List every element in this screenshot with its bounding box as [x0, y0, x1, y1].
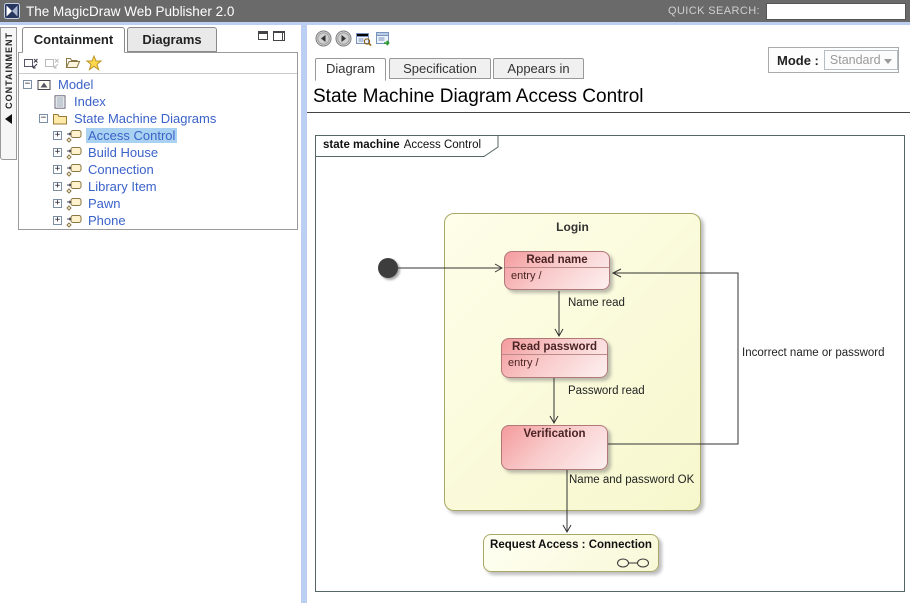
back-icon[interactable]: [315, 30, 332, 47]
expand-expander-icon[interactable]: +: [53, 130, 62, 140]
state-title: Read password: [512, 341, 597, 353]
state-title: Read name: [526, 254, 588, 266]
collapse-into-disabled-icon: [45, 58, 59, 69]
mode-label: Mode :: [777, 52, 819, 68]
frame-name: Access Control: [403, 139, 482, 151]
mode-value: Standard: [829, 53, 881, 67]
submachine-icon: [617, 558, 649, 568]
tab-diagram[interactable]: Diagram: [315, 58, 386, 81]
state-machine-diagram-icon: [66, 197, 82, 211]
page-title: State Machine Diagram Access Control: [313, 86, 644, 107]
state-machine-diagram-icon: [66, 180, 82, 194]
tree-item-label[interactable]: State Machine Diagrams: [74, 111, 217, 126]
transition-label-name-read: Name read: [568, 297, 625, 309]
tree-item-phone[interactable]: + Phone: [19, 212, 297, 229]
collapse-left-arrow-icon[interactable]: [5, 113, 12, 124]
tree-item-connection[interactable]: + Connection: [19, 161, 297, 178]
tree-item-library-item[interactable]: + Library Item: [19, 178, 297, 195]
navigation-panel: Containment Diagrams: [18, 27, 299, 603]
detail-tabs: Diagram Specification Appears in: [307, 58, 910, 81]
state-machine-diagram-icon: [66, 214, 82, 228]
expand-expander-icon[interactable]: +: [53, 181, 62, 191]
favorites-star-icon[interactable]: [86, 55, 102, 71]
tree-item-pawn[interactable]: + Pawn: [19, 195, 297, 212]
state-read-name[interactable]: Read name entry /: [504, 251, 610, 290]
state-compartment-divider: [505, 267, 609, 268]
frame-keyword: state machine: [323, 139, 400, 151]
package-icon: [37, 79, 51, 90]
containment-tree-box: − Model Index −: [18, 52, 298, 230]
state-verification[interactable]: Verification: [501, 425, 608, 470]
transition-label-name-and-password-ok: Name and password OK: [569, 474, 695, 486]
state-read-password[interactable]: Read password entry /: [501, 338, 608, 378]
expand-expander-icon[interactable]: +: [53, 147, 62, 157]
tab-diagrams[interactable]: Diagrams: [127, 27, 217, 52]
show-in-tree-icon[interactable]: [355, 30, 372, 47]
tree-item-label[interactable]: Connection: [88, 162, 154, 177]
tree-item-label[interactable]: Build House: [88, 145, 159, 160]
navigation-tabs: Containment Diagrams: [18, 27, 299, 53]
expand-expander-icon[interactable]: +: [53, 215, 62, 225]
forward-icon[interactable]: [335, 30, 352, 47]
collapse-expander-icon[interactable]: −: [39, 113, 48, 123]
collapse-into-icon[interactable]: [23, 55, 39, 71]
minimize-panel-icon[interactable]: [258, 31, 268, 40]
tab-appears-in[interactable]: Appears in: [493, 58, 584, 79]
app-title: The MagicDraw Web Publisher 2.0: [26, 3, 235, 19]
state-machine-diagram-icon: [66, 129, 82, 143]
state-title: Login: [556, 220, 589, 234]
tree-item-label[interactable]: Pawn: [88, 196, 121, 211]
containment-side-tab[interactable]: CONTAINMENT: [0, 27, 17, 160]
tree-item-label[interactable]: Access Control: [86, 128, 178, 143]
magicdraw-logo-icon: [4, 3, 20, 19]
folder-icon: [53, 113, 67, 124]
state-title: Verification: [523, 428, 586, 440]
state-compartment-divider: [502, 354, 607, 355]
tree-item-index[interactable]: Index: [19, 93, 297, 110]
tab-specification[interactable]: Specification: [389, 58, 491, 79]
state-request-access[interactable]: Request Access : Connection: [483, 534, 659, 572]
containment-tree: − Model Index −: [19, 74, 297, 229]
expand-expander-icon[interactable]: +: [53, 164, 62, 174]
state-entry-activity: entry /: [508, 357, 539, 369]
tree-item-access-control[interactable]: + Access Control: [19, 127, 297, 144]
tree-item-build-house[interactable]: + Build House: [19, 144, 297, 161]
title-rule: [307, 112, 910, 113]
header-divider: [0, 22, 910, 25]
containment-side-tab-label: CONTAINMENT: [3, 32, 14, 109]
state-machine-diagram-icon: [66, 146, 82, 160]
tab-containment[interactable]: Containment: [22, 27, 125, 53]
initial-state[interactable]: [378, 258, 398, 278]
state-entry-activity: entry /: [511, 270, 542, 282]
tree-item-label[interactable]: Library Item: [88, 179, 157, 194]
top-bar: The MagicDraw Web Publisher 2.0 QUICK SE…: [0, 0, 910, 22]
state-machine-diagram-icon: [66, 163, 82, 177]
mode-select[interactable]: Standard: [823, 50, 898, 70]
panel-splitter[interactable]: [301, 25, 307, 603]
open-new-window-icon[interactable]: [375, 30, 392, 47]
tree-item-state-machine-diagrams[interactable]: − State Machine Diagrams: [19, 110, 297, 127]
index-icon: [54, 94, 66, 109]
open-folder-icon[interactable]: [65, 55, 81, 71]
tree-toolbar: [19, 53, 297, 74]
transition-label-incorrect: Incorrect name or password: [742, 347, 885, 359]
quick-search-label: QUICK SEARCH:: [668, 5, 760, 17]
expand-expander-icon[interactable]: +: [53, 198, 62, 208]
tree-item-label[interactable]: Model: [58, 77, 94, 92]
diagram-toolbar: [315, 30, 392, 47]
restore-panel-icon[interactable]: [273, 31, 285, 41]
main-panel: Diagram Specification Appears in Mode : …: [307, 25, 910, 603]
state-title: Request Access : Connection: [490, 539, 652, 551]
transition-label-password-read: Password read: [568, 385, 645, 397]
tree-item-model[interactable]: − Model: [19, 76, 297, 93]
mode-box: Mode : Standard: [768, 47, 899, 73]
collapse-expander-icon[interactable]: −: [23, 79, 32, 89]
tree-item-label[interactable]: Phone: [88, 213, 126, 228]
tree-item-label[interactable]: Index: [74, 94, 106, 109]
quick-search-input[interactable]: [766, 2, 906, 20]
